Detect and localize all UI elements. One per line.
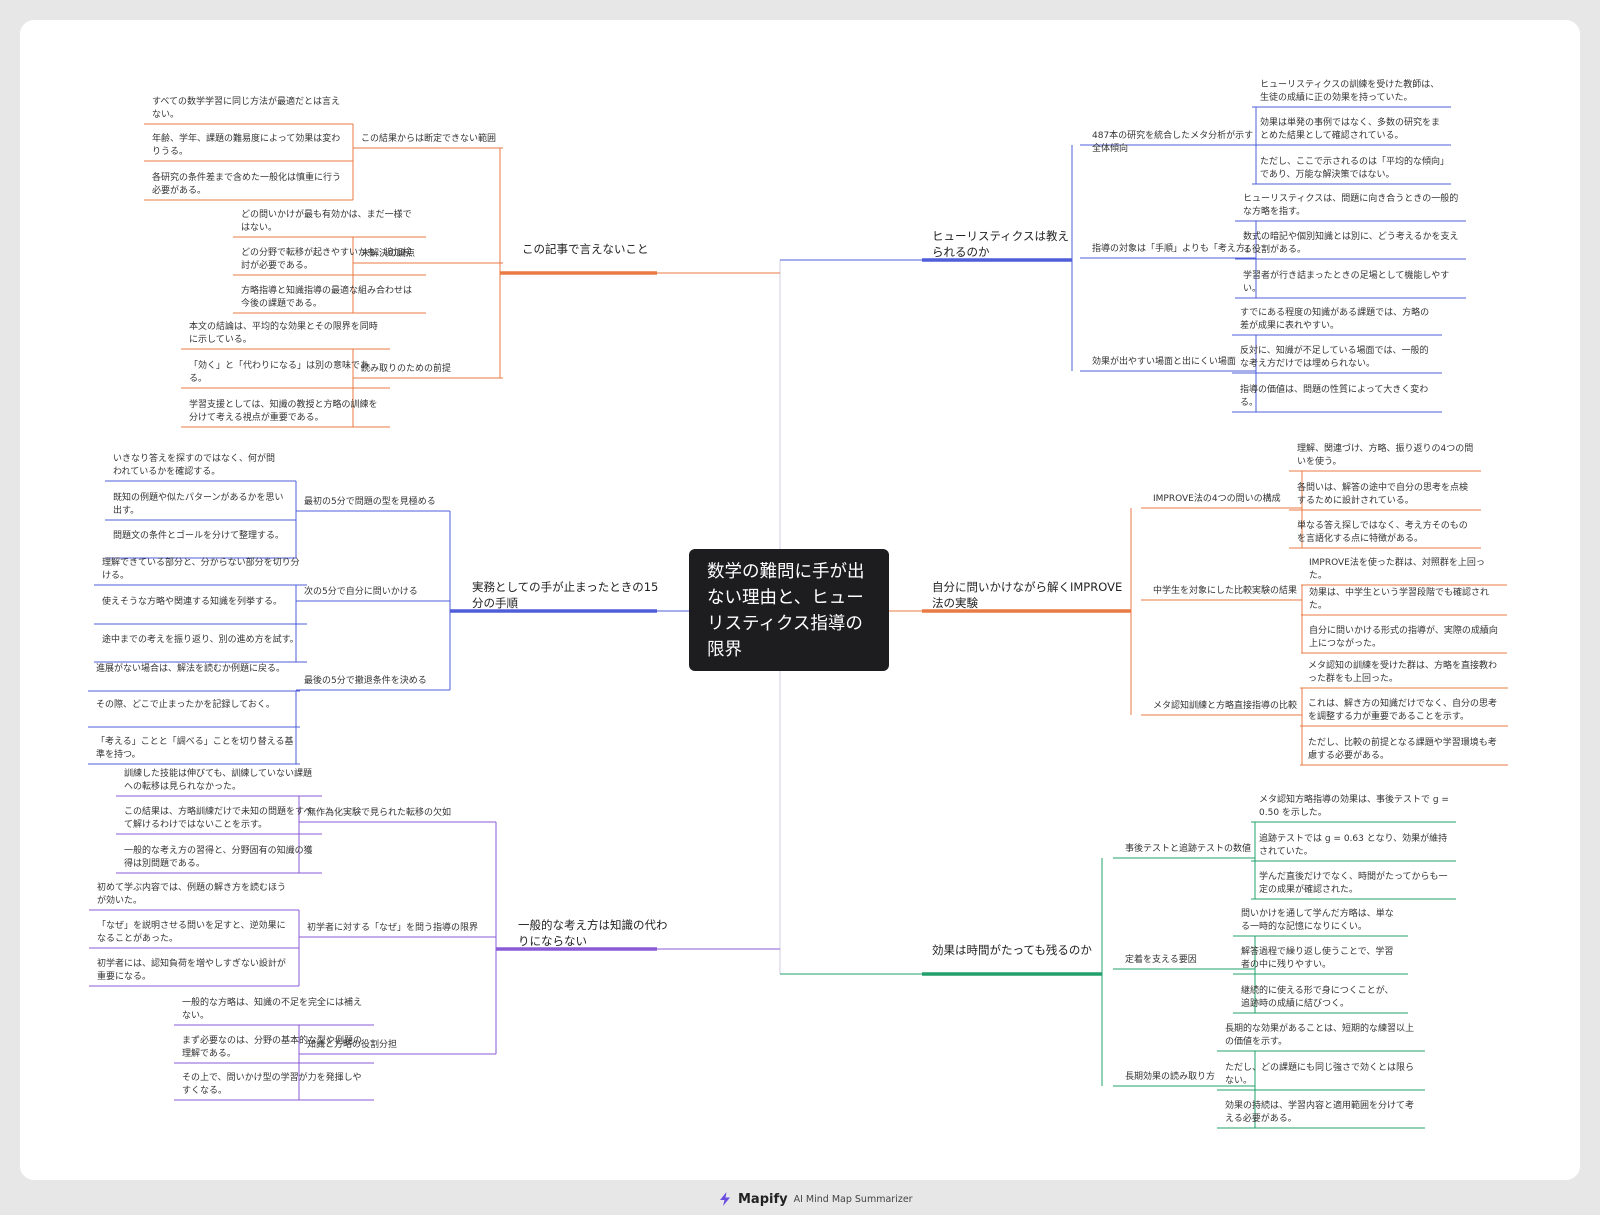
leaf-note[interactable]: これは、解き方の知識だけでなく、自分の思考を調整する力が重要であることを示す。 bbox=[1308, 699, 1498, 722]
subtopic[interactable]: 読み取りのための前提 bbox=[361, 364, 452, 374]
leaf-note[interactable]: 継続的に使える形で身につくことが、追跡時の成績に結びつく。 bbox=[1241, 986, 1394, 1009]
leaf-note[interactable]: 解答過程で繰り返し使うことで、学習者の中に残りやすい。 bbox=[1241, 947, 1394, 970]
subtopic[interactable]: 事後テストと追跡テストの数値 bbox=[1125, 844, 1252, 854]
leaf-note[interactable]: 進展がない場合は、解法を読むか例題に戻る。 bbox=[96, 664, 286, 674]
leaf-note[interactable]: どの問いかけが最も有効かは、まだ一様ではない。 bbox=[241, 210, 412, 233]
branch-topic[interactable]: この記事で言えないこと bbox=[522, 242, 649, 256]
footer-brand: Mapify bbox=[738, 1191, 788, 1207]
subtopic[interactable]: 487本の研究を統合したメタ分析が示す全体傾向 bbox=[1092, 131, 1254, 154]
leaf-note[interactable]: すべての数学学習に同じ方法が最適だとは言えない。 bbox=[152, 97, 341, 120]
leaf-note[interactable]: 問題文の条件とゴールを分けて整理する。 bbox=[113, 531, 285, 541]
leaf-note[interactable]: 各研究の条件差まで含めた一般化は慎重に行う必要がある。 bbox=[152, 173, 342, 196]
leaf-note[interactable]: この結果は、方略訓練だけで未知の問題をすべて解けるわけではないことを示す。 bbox=[124, 807, 313, 830]
subtopic[interactable]: 次の5分で自分に問いかける bbox=[304, 587, 418, 597]
leaf-note[interactable]: 一般的な方略は、知識の不足を完全には補えない。 bbox=[182, 998, 363, 1021]
leaf-note[interactable]: ヒューリスティクスの訓練を受けた教師は、生徒の成績に正の効果を持っていた。 bbox=[1260, 80, 1440, 103]
leaf-note[interactable]: その上で、問いかけ型の学習が力を発揮しやすくなる。 bbox=[182, 1073, 362, 1096]
footer: Mapify AI Mind Map Summarizer bbox=[718, 1189, 913, 1209]
leaf-note[interactable]: 方略指導と知識指導の最適な組み合わせは今後の課題である。 bbox=[241, 286, 413, 309]
footer-tagline: AI Mind Map Summarizer bbox=[793, 1193, 913, 1205]
subtopic[interactable]: IMPROVE法の4つの問いの構成 bbox=[1153, 494, 1281, 504]
subtopic[interactable]: 知識と方略の役割分担 bbox=[307, 1040, 398, 1050]
root-node[interactable]: 数学の難問に手が出ない理由と、ヒューリスティクス指導の限界 bbox=[689, 549, 889, 671]
subtopic[interactable]: 長期効果の読み取り方 bbox=[1125, 1072, 1216, 1082]
leaf-note[interactable]: ただし、比較の前提となる課題や学習環境も考慮する必要がある。 bbox=[1308, 738, 1497, 761]
branch-topic[interactable]: 効果は時間がたっても残るのか bbox=[932, 943, 1092, 957]
leaf-note[interactable]: どの分野で転移が起きやすいかも、追加検討が必要である。 bbox=[241, 248, 412, 271]
leaf-note[interactable]: IMPROVE法を使った群は、対照群を上回った。 bbox=[1309, 558, 1485, 581]
leaf-note[interactable]: 自分に問いかける形式の指導が、実際の成績向上につながった。 bbox=[1309, 626, 1498, 649]
subtopic[interactable]: 効果が出やすい場面と出にくい場面 bbox=[1092, 357, 1236, 367]
leaf-note[interactable]: 効果は、中学生という学習段階でも確認された。 bbox=[1309, 588, 1490, 611]
leaf-note[interactable]: 途中までの考えを振り返り、別の進め方を試す。 bbox=[102, 635, 299, 645]
branch-topic[interactable]: 一般的な考え方は知識の代わりにならない bbox=[518, 918, 668, 948]
leaf-note[interactable]: すでにある程度の知識がある課題では、方略の差が成果に表れやすい。 bbox=[1240, 308, 1430, 331]
subtopic[interactable]: メタ認知訓練と方略直接指導の比較 bbox=[1153, 701, 1298, 711]
leaf-note[interactable]: 長期的な効果があることは、短期的な練習以上の価値を示す。 bbox=[1225, 1024, 1415, 1047]
leaf-note[interactable]: まず必要なのは、分野の基本的な型や例題の理解である。 bbox=[182, 1036, 363, 1059]
leaf-note[interactable]: 効果の持続は、学習内容と適用範囲を分けて考える必要がある。 bbox=[1225, 1101, 1415, 1124]
leaf-note[interactable]: 指導の価値は、問題の性質によって大きく変わる。 bbox=[1240, 385, 1429, 408]
subtopic[interactable]: 最後の5分で撤退条件を決める bbox=[304, 676, 427, 686]
leaf-note[interactable]: 初めて学ぶ内容では、例題の解き方を読むほうが効いた。 bbox=[97, 883, 287, 906]
subtopic[interactable]: 無作為化実験で見られた転移の欠如 bbox=[307, 808, 452, 818]
branch-topic[interactable]: 実務としての手が止まったときの15分の手順 bbox=[472, 580, 659, 610]
branch-topic[interactable]: 自分に問いかけながら解くIMPROVE法の実験 bbox=[932, 580, 1123, 610]
subtopic[interactable]: 定着を支える要因 bbox=[1125, 955, 1197, 965]
leaf-note[interactable]: 「なぜ」を説明させる問いを足すと、逆効果になることがあった。 bbox=[97, 921, 286, 944]
leaf-note[interactable]: 「効く」と「代わりになる」は別の意味である。 bbox=[189, 361, 369, 384]
leaf-note[interactable]: 反対に、知識が不足している場面では、一般的な考え方だけでは埋められない。 bbox=[1240, 346, 1429, 369]
leaf-note[interactable]: 本文の結論は、平均的な効果とその限界を同時に示している。 bbox=[189, 322, 378, 345]
subtopic[interactable]: 最初の5分で問題の型を見極める bbox=[304, 497, 436, 507]
subtopic[interactable]: 未解決の論点 bbox=[361, 249, 416, 259]
leaf-note[interactable]: 単なる答え探しではなく、考え方そのものを言語化する点に特徴がある。 bbox=[1297, 521, 1468, 544]
leaf-note[interactable]: 追跡テストでは g = 0.63 となり、効果が維持されていた。 bbox=[1259, 834, 1448, 857]
leaf-note[interactable]: 初学者には、認知負荷を増やしすぎない設計が重要になる。 bbox=[97, 959, 286, 982]
leaf-note[interactable]: 使えそうな方略や関連する知識を列挙する。 bbox=[102, 597, 283, 607]
leaf-note[interactable]: 理解、関連づけ、方略、振り返りの4つの問いを使う。 bbox=[1297, 444, 1474, 467]
leaf-note[interactable]: 学習支援としては、知識の教授と方略の訓練を分けて考える視点が重要である。 bbox=[189, 400, 378, 423]
mapify-logo-icon bbox=[720, 1192, 730, 1206]
leaf-note[interactable]: その際、どこで止まったかを記録しておく。 bbox=[96, 700, 275, 710]
leaf-note[interactable]: 問いかけを通して学んだ方略は、単なる一時的な記憶になりにくい。 bbox=[1241, 909, 1394, 932]
leaf-note[interactable]: 訓練した技能は伸びても、訓練していない課題への転移は見られなかった。 bbox=[124, 769, 313, 792]
leaf-note[interactable]: いきなり答えを探すのではなく、何が問われているかを確認する。 bbox=[113, 454, 276, 477]
subtopic[interactable]: 初学者に対する「なぜ」を問う指導の限界 bbox=[307, 923, 479, 933]
leaf-note[interactable]: 各問いは、解答の途中で自分の思考を点検するために設計されている。 bbox=[1297, 483, 1469, 506]
leaf-note[interactable]: ヒューリスティクスは、問題に向き合うときの一般的な方略を指す。 bbox=[1243, 194, 1459, 217]
leaf-note[interactable]: 既知の例題や似たパターンがあるかを思い出す。 bbox=[113, 493, 284, 516]
leaf-note[interactable]: 年齢、学年、課題の難易度によって効果は変わりうる。 bbox=[152, 134, 341, 157]
leaf-note[interactable]: 一般的な考え方の習得と、分野固有の知識の獲得は別問題である。 bbox=[124, 846, 313, 869]
leaf-note[interactable]: 「考える」ことと「調べる」ことを切り替える基準を持つ。 bbox=[96, 737, 294, 760]
leaf-note[interactable]: 学んだ直後だけでなく、時間がたってからも一定の成果が確認された。 bbox=[1259, 872, 1448, 895]
leaf-note[interactable]: 効果は単発の事例ではなく、多数の研究をまとめた結果として確認されている。 bbox=[1260, 118, 1441, 141]
leaf-note[interactable]: ただし、ここで示されるのは「平均的な傾向」であり、万能な解決策ではない。 bbox=[1260, 157, 1445, 180]
branch-topic[interactable]: ヒューリスティクスは教えられるのか bbox=[932, 229, 1069, 259]
leaf-note[interactable]: ただし、どの課題にも同じ強さで効くとは限らない。 bbox=[1225, 1063, 1415, 1086]
leaf-note[interactable]: 数式の暗記や個別知識とは別に、どう考えるかを支える役割がある。 bbox=[1243, 232, 1459, 255]
leaf-note[interactable]: メタ認知の訓練を受けた群は、方略を直接教わった群をも上回った。 bbox=[1308, 661, 1498, 684]
subtopic[interactable]: この結果からは断定できない範囲 bbox=[361, 134, 497, 144]
leaf-note[interactable]: 学習者が行き詰まったときの足場として機能しやすい。 bbox=[1243, 271, 1450, 294]
leaf-note[interactable]: メタ認知方略指導の効果は、事後テストで g = 0.50 を示した。 bbox=[1259, 795, 1449, 818]
leaf-note[interactable]: 理解できている部分と、分からない部分を切り分ける。 bbox=[102, 558, 300, 581]
subtopic[interactable]: 中学生を対象にした比較実験の結果 bbox=[1153, 586, 1298, 596]
subtopic[interactable]: 指導の対象は「手順」よりも「考え方」 bbox=[1092, 244, 1254, 254]
